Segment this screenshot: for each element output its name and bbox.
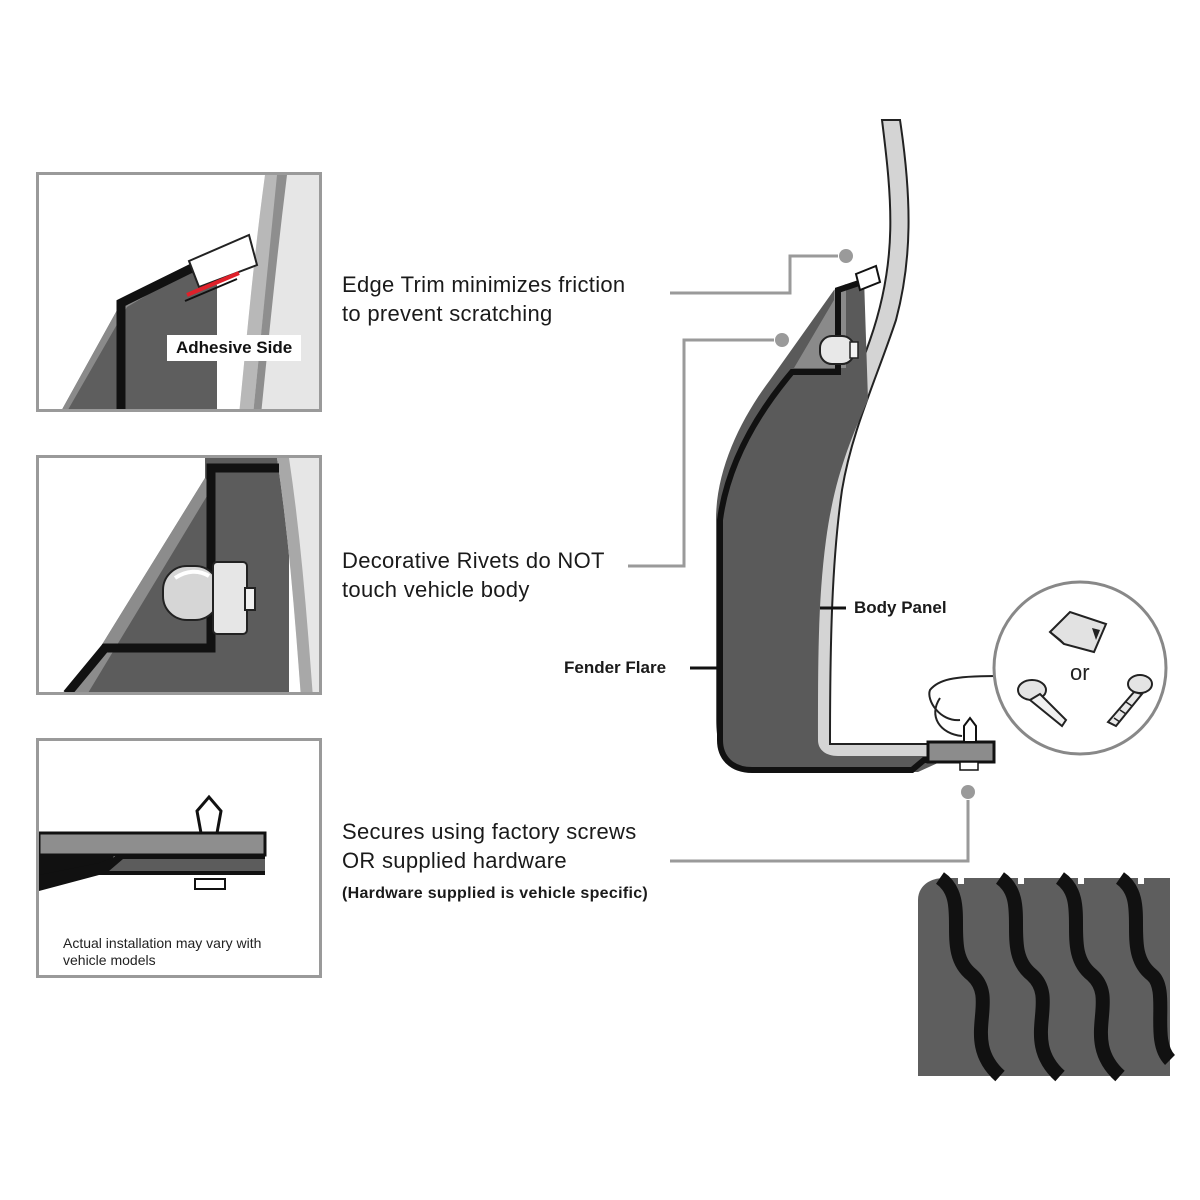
fender-flare-label: Fender Flare xyxy=(564,658,667,677)
clip-nut-icon xyxy=(1048,610,1108,654)
secures-callout: Secures using factory screws OR supplied… xyxy=(342,817,648,908)
adhesive-side-tag: Adhesive Side xyxy=(167,335,302,361)
installation-detail-panel: Actual installation may vary with vehicl… xyxy=(36,738,322,978)
rivet-detail-panel xyxy=(36,455,322,695)
installation-detail-illustration xyxy=(39,794,267,891)
secures-callout-line-1: Secures using factory screws xyxy=(342,819,637,844)
installation-note-line-2: vehicle models xyxy=(63,952,156,968)
secures-callout-note: (Hardware supplied is vehicle specific) xyxy=(342,885,649,902)
installation-note: Actual installation may vary with vehicl… xyxy=(63,935,261,969)
hardware-or-text: or xyxy=(1070,660,1090,685)
mounting-tab xyxy=(926,740,996,764)
push-rivet-icon xyxy=(1017,679,1068,728)
rivets-callout-line-2: touch vehicle body xyxy=(342,577,530,602)
edge-trim-callout-line-1: Edge Trim minimizes friction xyxy=(342,272,626,297)
body-panel-label: Body Panel xyxy=(854,598,947,617)
rivets-callout: Decorative Rivets do NOT touch vehicle b… xyxy=(342,546,605,604)
edge-trim-callout: Edge Trim minimizes friction to prevent … xyxy=(342,270,625,328)
fender-flare-outline xyxy=(717,279,995,773)
edge-trim-detail-panel: Adhesive Side xyxy=(36,172,322,412)
edge-trim-piece xyxy=(854,264,882,292)
tire-illustration xyxy=(918,872,1176,1082)
edge-trim-dot xyxy=(839,249,853,263)
hardware-dot xyxy=(961,785,975,799)
installation-note-line-1: Actual installation may vary with xyxy=(63,935,262,951)
secures-callout-line-2: OR supplied hardware xyxy=(342,848,567,873)
callout-leaders xyxy=(628,254,970,863)
rivet-shape xyxy=(819,335,855,365)
screw-tip xyxy=(963,716,977,743)
hardware-callout-arm xyxy=(928,675,997,722)
screw-icon xyxy=(1106,674,1153,728)
rivet-dot xyxy=(775,333,789,347)
edge-trim-callout-line-2: to prevent scratching xyxy=(342,301,553,326)
rivet-detail-illustration xyxy=(63,458,319,692)
rivets-callout-line-1: Decorative Rivets do NOT xyxy=(342,548,605,573)
